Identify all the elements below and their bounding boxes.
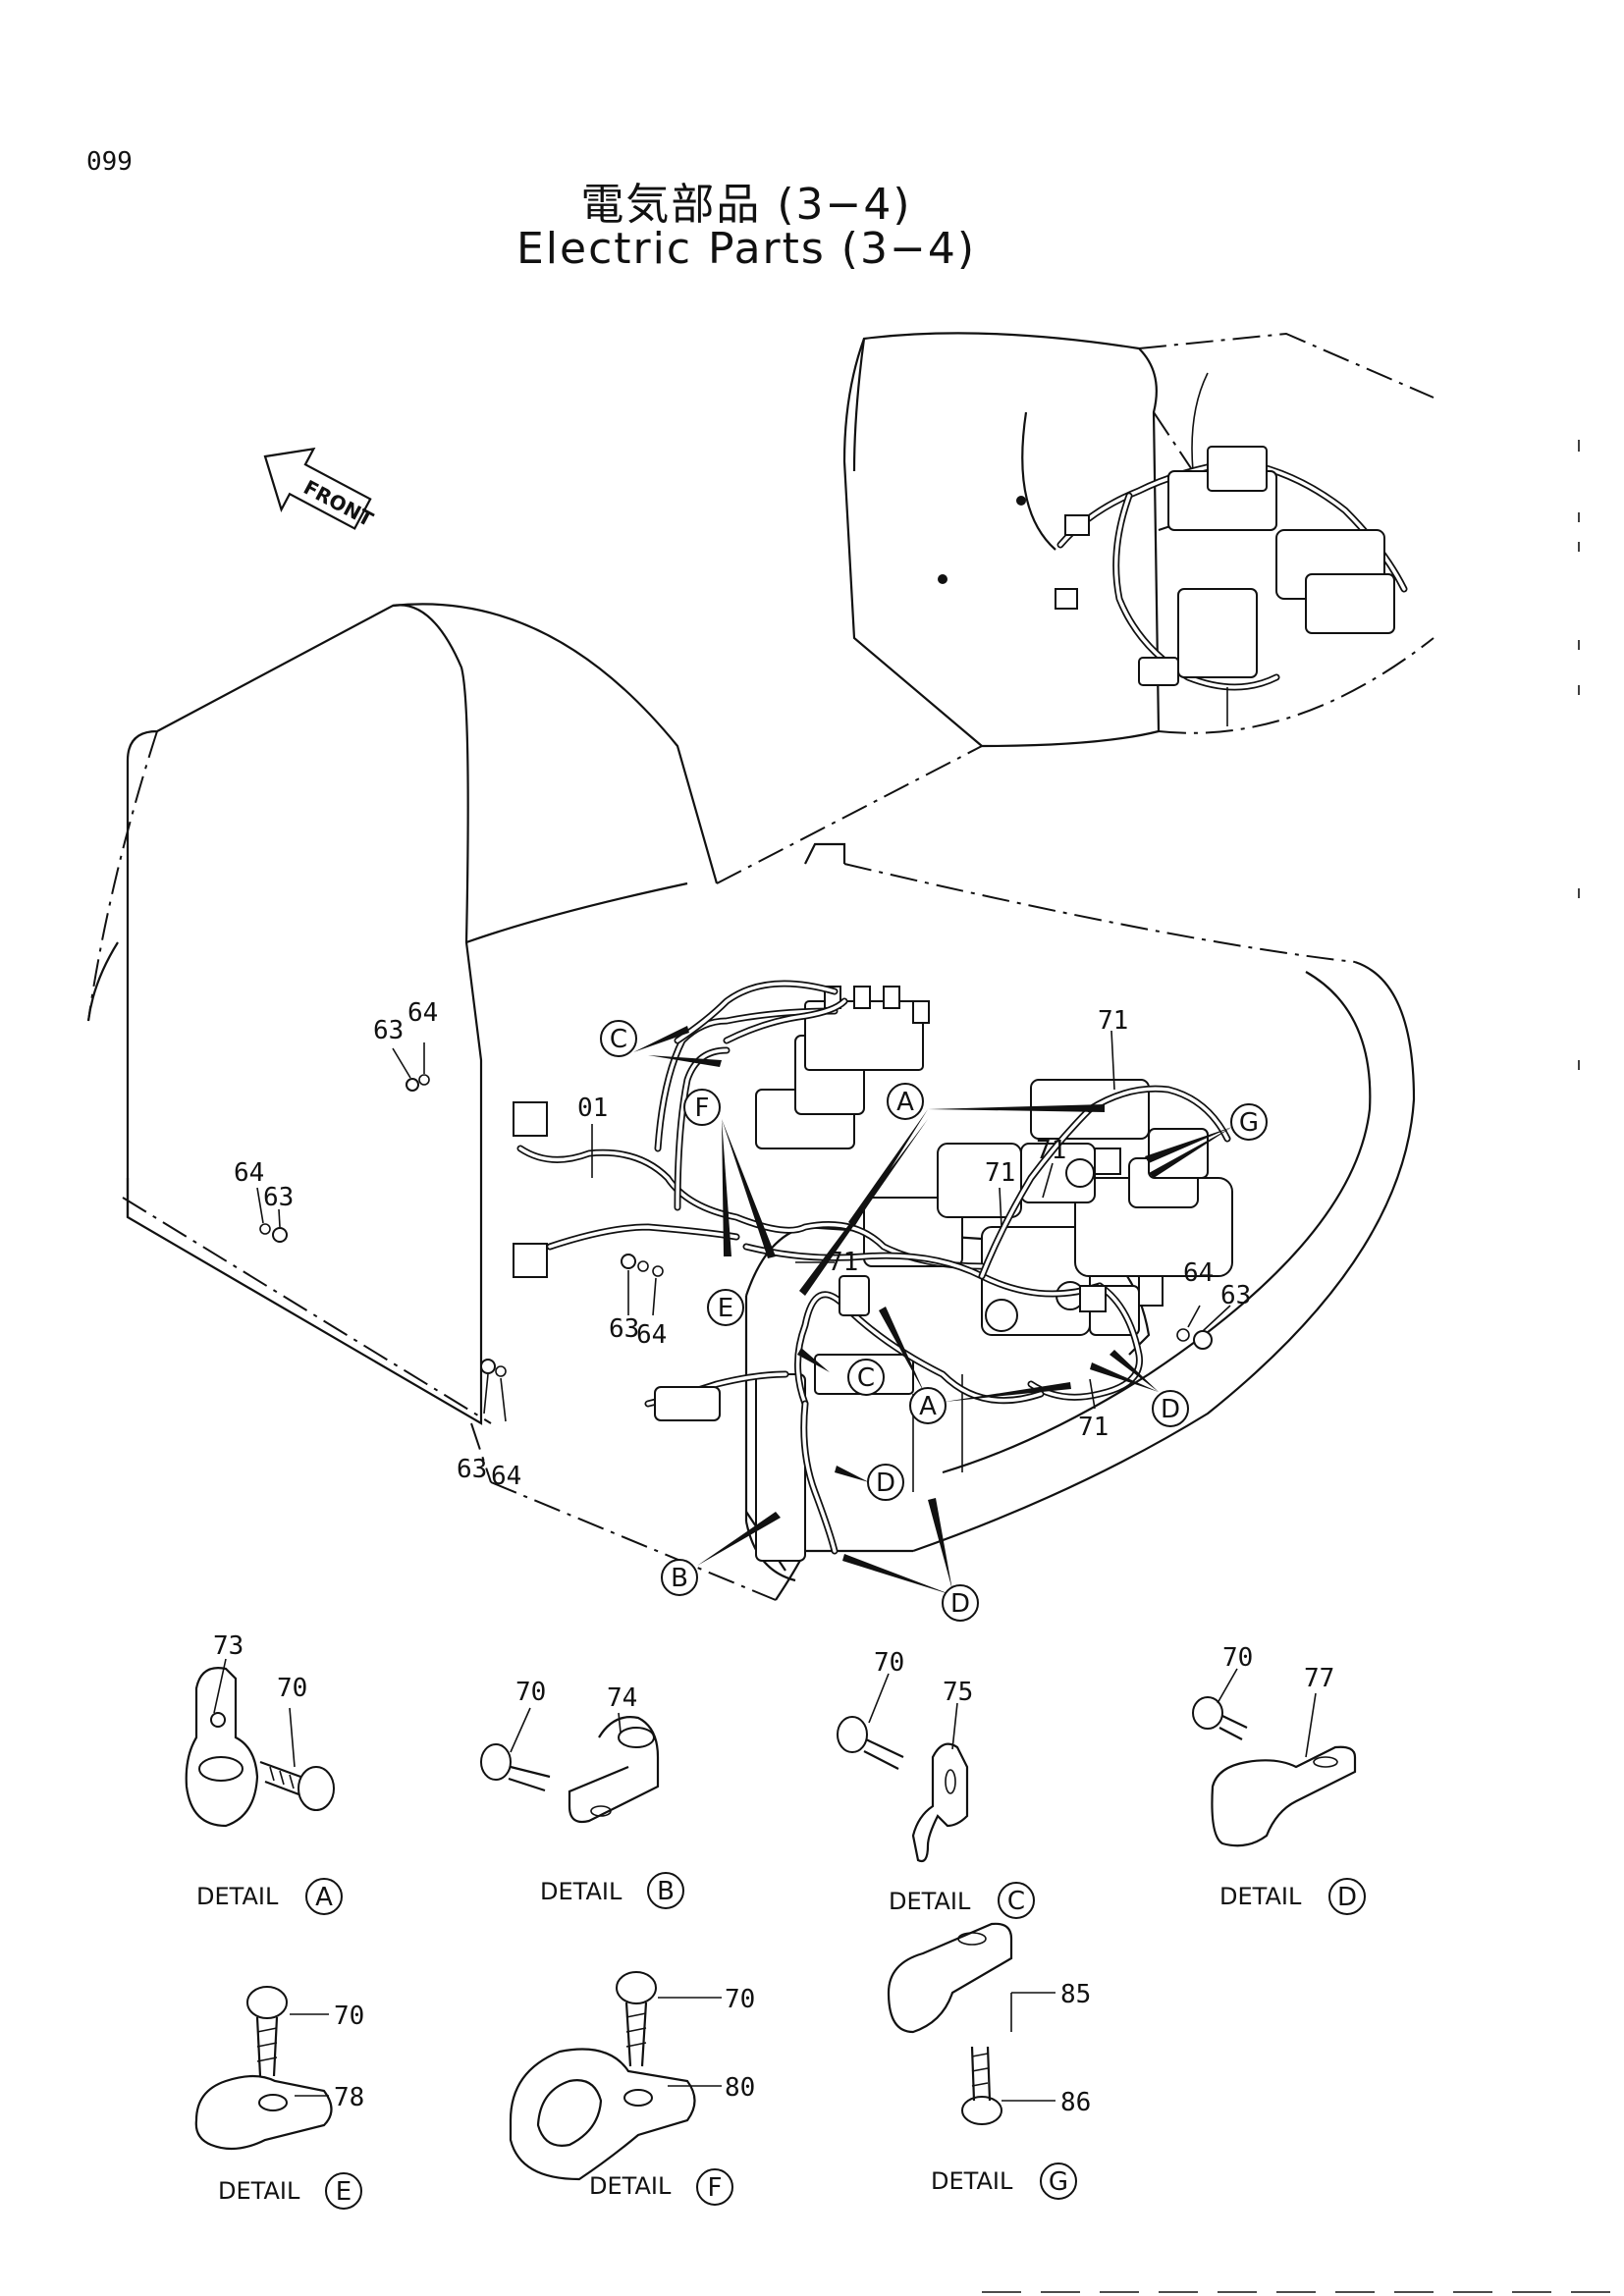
svg-text:D: D [876,1468,895,1498]
leader-lines [256,1030,1231,1422]
callout-c-top: C [600,1020,637,1057]
label-64: 64 [407,998,438,1028]
svg-text:D: D [950,1589,970,1619]
detail-a-letter: A [315,1883,333,1912]
front-arrow: FRONT [263,447,377,531]
part-labels: 63 64 64 63 01 71 71 71 71 63 64 63 64 6… [234,998,1251,1491]
label-01: 01 [577,1094,608,1123]
detail-f-label-80: 80 [725,2073,755,2103]
callout-pointers [633,1026,1232,1595]
detail-a-word: DETAIL [196,1883,279,1910]
detail-d-label-70: 70 [1222,1643,1253,1673]
detail-d-letter: D [1337,1883,1357,1912]
wire-harness [513,980,1231,1555]
label-64: 64 [234,1158,264,1188]
detail-e-letter: E [336,2177,352,2207]
label-71: 71 [985,1158,1015,1188]
label-71: 71 [1098,1006,1128,1036]
page-number: 099 [86,147,133,177]
callout-c-mid: C [847,1359,885,1396]
svg-text:C: C [610,1025,627,1054]
detail-g-label-85: 85 [1060,1980,1091,2009]
callout-a-mid: A [909,1387,947,1424]
svg-text:B: B [671,1564,688,1593]
callout-f: F [683,1089,721,1126]
front-label: FRONT [299,475,377,531]
machine-body [86,603,1416,1601]
detail-f-letter: F [708,2173,723,2203]
inset-view [842,332,1435,748]
label-64: 64 [1183,1258,1214,1288]
title-japanese: 電気部品 (3−4) [580,180,912,230]
label-63: 63 [373,1016,404,1045]
detail-e: 70 78 DETAIL E [194,1986,364,2210]
detail-f-label-70: 70 [725,1985,755,2014]
label-64: 64 [636,1320,667,1350]
label-64: 64 [491,1462,521,1491]
detail-g-word: DETAIL [931,2167,1013,2195]
callout-d-mid: D [867,1464,904,1501]
svg-text:E: E [718,1294,733,1323]
label-71: 71 [828,1248,858,1277]
callout-a-top: A [887,1083,924,1120]
label-63: 63 [1220,1281,1251,1310]
detail-a-label-73: 73 [213,1631,244,1661]
detail-g-letter: G [1049,2167,1068,2197]
label-71: 71 [1036,1136,1066,1165]
detail-g: 85 86 DETAIL G [887,1922,1091,2200]
svg-text:D: D [1161,1395,1180,1424]
detail-d-word: DETAIL [1219,1883,1302,1910]
detail-b-word: DETAIL [540,1878,623,1905]
detail-e-label-70: 70 [334,2002,364,2031]
detail-e-label-78: 78 [334,2083,364,2112]
detail-b-label-70: 70 [515,1678,546,1707]
detail-c-word: DETAIL [889,1888,971,1915]
detail-c-letter: C [1007,1887,1025,1916]
svg-text:G: G [1239,1108,1259,1138]
callout-g: G [1230,1103,1268,1141]
detail-a: 73 70 DETAIL A [185,1631,343,1915]
detail-b-label-74: 74 [607,1683,637,1713]
label-63: 63 [609,1314,639,1344]
label-71: 71 [1078,1413,1109,1442]
detail-c-label-70: 70 [874,1648,904,1678]
detail-b-letter: B [657,1877,675,1906]
svg-text:F: F [695,1094,710,1123]
detail-c-label-75: 75 [943,1678,973,1707]
label-63: 63 [263,1183,294,1212]
detail-d-label-77: 77 [1304,1664,1334,1693]
svg-text:A: A [919,1392,937,1421]
detail-f: 70 80 DETAIL F [509,1971,755,2206]
callout-b: B [661,1559,698,1596]
callout-e: E [707,1289,744,1326]
detail-g-label-86: 86 [1060,2088,1091,2117]
detail-c: 70 75 DETAIL C [837,1648,1035,1919]
svg-text:C: C [857,1363,875,1393]
detail-d: 70 77 DETAIL D [1192,1643,1366,1915]
title-english: Electric Parts (3−4) [516,224,976,274]
callout-d-bottom: D [942,1584,979,1622]
detail-f-word: DETAIL [589,2172,672,2200]
svg-text:A: A [896,1088,914,1117]
detail-e-word: DETAIL [218,2177,300,2205]
detail-a-label-70: 70 [277,1674,307,1703]
label-63: 63 [457,1455,487,1484]
callout-d-right: D [1152,1390,1189,1427]
callouts: C F A G E C A D D B D [600,1020,1268,1622]
detail-b: 70 74 DETAIL B [480,1678,684,1909]
